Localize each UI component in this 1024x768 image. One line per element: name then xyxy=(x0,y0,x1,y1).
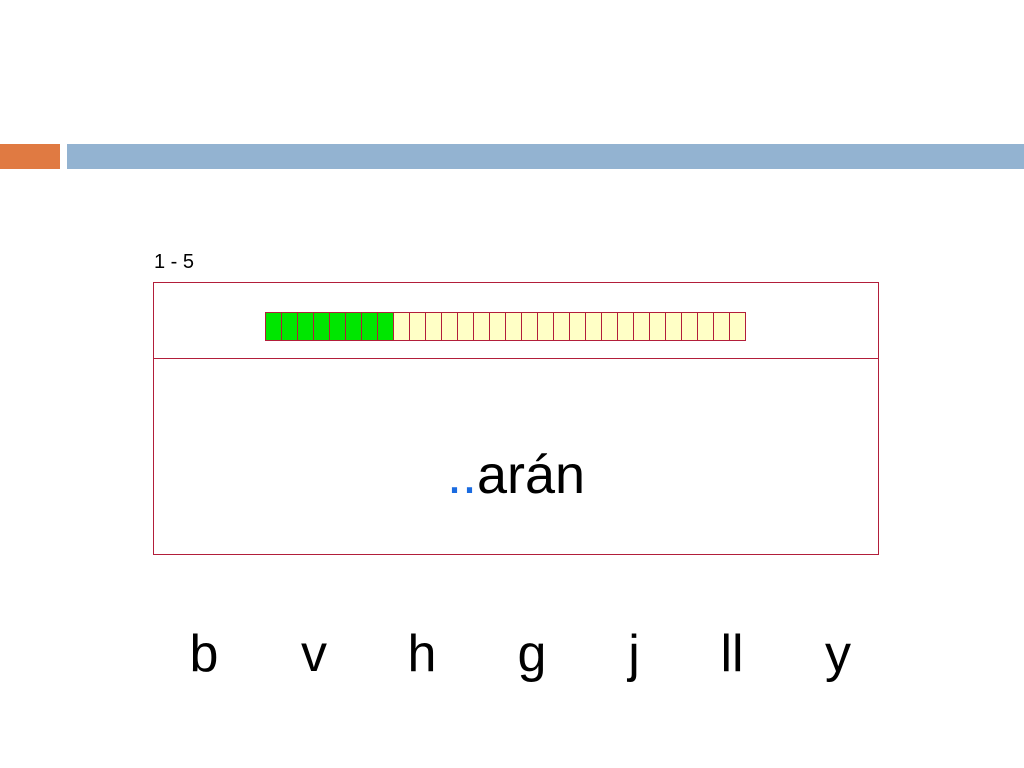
progress-cell-remaining xyxy=(698,312,714,341)
progress-cell-completed xyxy=(282,312,298,341)
exercise-card: ..arán xyxy=(153,282,879,555)
progress-cell-completed xyxy=(314,312,330,341)
progress-cell-remaining xyxy=(650,312,666,341)
option-g[interactable]: g xyxy=(517,625,547,683)
option-h[interactable]: h xyxy=(407,625,437,683)
word-rest: arán xyxy=(476,445,586,505)
progress-cell-remaining xyxy=(522,312,538,341)
progress-cell-completed xyxy=(298,312,314,341)
progress-cell-remaining xyxy=(730,312,746,341)
header-bar xyxy=(67,144,1024,169)
accent-bar xyxy=(0,144,60,169)
card-divider xyxy=(154,358,878,359)
option-b[interactable]: b xyxy=(189,625,219,683)
progress-cell-remaining xyxy=(506,312,522,341)
target-word: ..arán xyxy=(154,443,878,507)
word-blank: .. xyxy=(446,445,477,505)
progress-cell-remaining xyxy=(474,312,490,341)
progress-cell-remaining xyxy=(410,312,426,341)
progress-cell-remaining xyxy=(602,312,618,341)
exercise-counter: 1 - 5 xyxy=(154,251,195,273)
progress-cell-remaining xyxy=(394,312,410,341)
progress-cell-completed xyxy=(346,312,362,341)
option-y[interactable]: y xyxy=(825,625,851,683)
option-v[interactable]: v xyxy=(301,625,327,683)
progress-cell-remaining xyxy=(538,312,554,341)
progress-cell-remaining xyxy=(618,312,634,341)
letter-options: b v h g j ll y xyxy=(0,622,1024,692)
progress-cell-remaining xyxy=(682,312,698,341)
option-j[interactable]: j xyxy=(628,625,640,683)
progress-cell-remaining xyxy=(426,312,442,341)
progress-cell-remaining xyxy=(554,312,570,341)
progress-cell-completed xyxy=(330,312,346,341)
progress-cell-completed xyxy=(362,312,378,341)
progress-cell-remaining xyxy=(586,312,602,341)
progress-cell-remaining xyxy=(714,312,730,341)
progress-cell-remaining xyxy=(634,312,650,341)
progress-cell-remaining xyxy=(490,312,506,341)
progress-cell-completed xyxy=(266,312,282,341)
progress-cell-completed xyxy=(378,312,394,341)
progress-cell-remaining xyxy=(666,312,682,341)
option-ll[interactable]: ll xyxy=(720,625,744,683)
progress-cell-remaining xyxy=(458,312,474,341)
progress-cell-remaining xyxy=(442,312,458,341)
progress-cell-remaining xyxy=(570,312,586,341)
progress-bar xyxy=(265,312,746,341)
